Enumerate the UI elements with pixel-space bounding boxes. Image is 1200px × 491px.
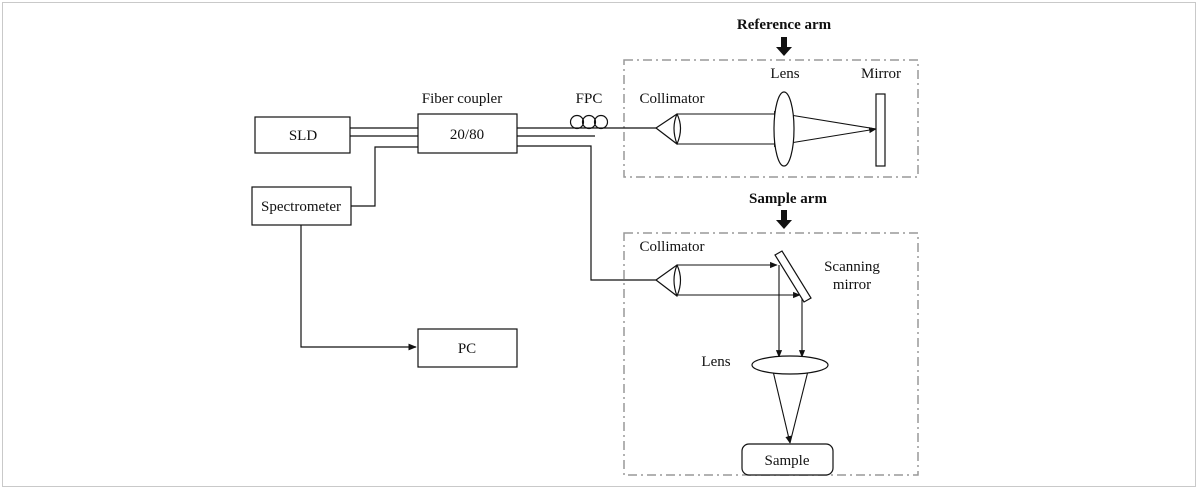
reference-beams	[677, 110, 877, 148]
reference-arm-title: Reference arm	[737, 17, 832, 33]
spectrometer-label: Spectrometer	[261, 199, 341, 215]
scanning-mirror-label-2: mirror	[833, 277, 871, 293]
sample-collimator-label: Collimator	[640, 239, 705, 255]
sample-arm-arrow	[776, 210, 792, 229]
fiber-coupler-box	[417, 113, 518, 154]
mirror-icon	[875, 93, 886, 167]
pc-box	[417, 328, 518, 368]
reference-lens-icon	[773, 91, 795, 167]
reference-arm-box	[623, 59, 919, 178]
sld-label: SLD	[289, 128, 318, 144]
fiber-coupler-label: Fiber coupler	[422, 91, 502, 107]
reference-arm-arrow	[776, 37, 792, 56]
scanning-mirror-icon	[774, 250, 812, 303]
reference-collimator-icon	[654, 113, 682, 145]
fpc-label: FPC	[576, 91, 603, 107]
sample-beams	[677, 261, 809, 444]
reference-lens-label: Lens	[770, 66, 799, 82]
fpc-icon	[569, 114, 609, 130]
pc-label: PC	[458, 341, 476, 357]
sample-arm-box	[623, 232, 919, 476]
sample-lens-icon	[751, 355, 829, 375]
sld-box	[254, 116, 351, 154]
sample-lens-label: Lens	[701, 354, 730, 370]
reference-collimator-label: Collimator	[640, 91, 705, 107]
coupler-ratio-label: 20/80	[450, 127, 484, 143]
mirror-label: Mirror	[861, 66, 901, 82]
scanning-mirror-label-1: Scanning	[824, 259, 880, 275]
sample-box	[741, 443, 834, 476]
sample-label: Sample	[765, 453, 810, 469]
sample-arm-title: Sample arm	[749, 191, 827, 207]
fiber-lines	[300, 127, 656, 351]
sample-collimator-icon	[654, 264, 682, 297]
